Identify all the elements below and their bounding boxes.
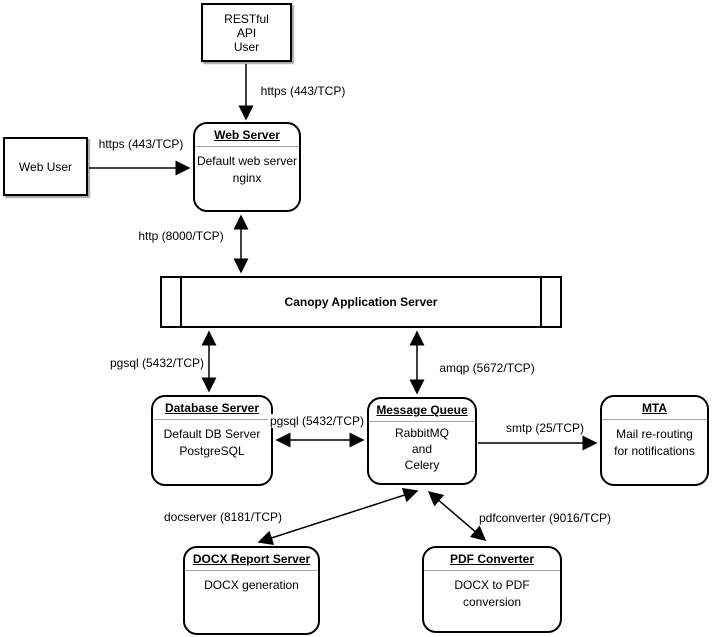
message-queue-body-line: RabbitMQ [394,426,450,440]
pdf-converter-body-line: conversion [462,595,522,609]
node-restful-api-user: RESTful API User [201,3,292,62]
pdf-converter-body-line: DOCX to PDF [454,578,530,592]
database-server-title: Database Server [153,397,271,420]
database-server-body: Default DB Server PostgreSQL [153,420,271,460]
node-docx-report-server: DOCX Report Server DOCX generation [183,546,320,635]
node-pdf-converter: PDF Converter DOCX to PDF conversion [422,546,562,633]
mta-body-line: for notifications [614,444,695,458]
edge-label-amqp: amqp (5672/TCP) [437,361,537,375]
canopy-left-divider [180,278,182,326]
node-mta: MTA Mail re-routing for notifications [600,395,709,486]
mta-title: MTA [602,397,707,420]
docx-report-server-body: DOCX generation [185,571,318,594]
edge-label-http-canopy: http (8000/TCP) [136,229,226,243]
web-server-title: Web Server [195,124,299,147]
database-server-body-line: PostgreSQL [179,444,245,458]
edge-label-docserver: docserver (8181/TCP) [161,510,285,524]
web-user-label: Web User [18,159,73,174]
database-server-body-line: Default DB Server [163,427,261,441]
pdf-converter-title: PDF Converter [424,548,560,571]
edge-label-https-webuser: https (443/TCP) [96,137,186,151]
docx-report-server-body-line: DOCX generation [204,578,299,592]
mta-body-line: Mail re-routing [616,427,693,441]
node-canopy-application-server: Canopy Application Server [160,276,562,328]
pdf-converter-body: DOCX to PDF conversion [424,571,560,611]
edge-label-pgsql-mq: pgsql (5432/TCP) [267,414,367,428]
canopy-right-divider [540,278,542,326]
web-server-body: Default web server nginx [195,147,299,187]
edge-label-https-restapi: https (443/TCP) [258,84,348,98]
edge-label-smtp: smtp (25/TCP) [503,421,587,435]
mta-body: Mail re-routing for notifications [602,420,707,460]
web-server-body-line: nginx [232,171,262,185]
edge-label-pgsql-canopy: pgsql (5432/TCP) [107,356,207,370]
restful-api-user-label: RESTful API User [224,11,269,54]
node-web-user: Web User [3,137,88,196]
docx-report-server-title: DOCX Report Server [185,548,318,571]
node-database-server: Database Server Default DB Server Postgr… [151,395,273,486]
web-server-body-line: Default web server [196,154,298,168]
message-queue-body-line: and [411,442,433,456]
node-message-queue: Message Queue RabbitMQ and Celery [367,397,477,485]
edge-label-pdfconverter: pdfconverter (9016/TCP) [476,511,614,525]
message-queue-body-line: Celery [404,458,440,472]
node-web-server: Web Server Default web server nginx [193,122,301,212]
canopy-title: Canopy Application Server [284,295,438,309]
message-queue-body: RabbitMQ and Celery [369,422,475,473]
message-queue-title: Message Queue [369,399,475,422]
